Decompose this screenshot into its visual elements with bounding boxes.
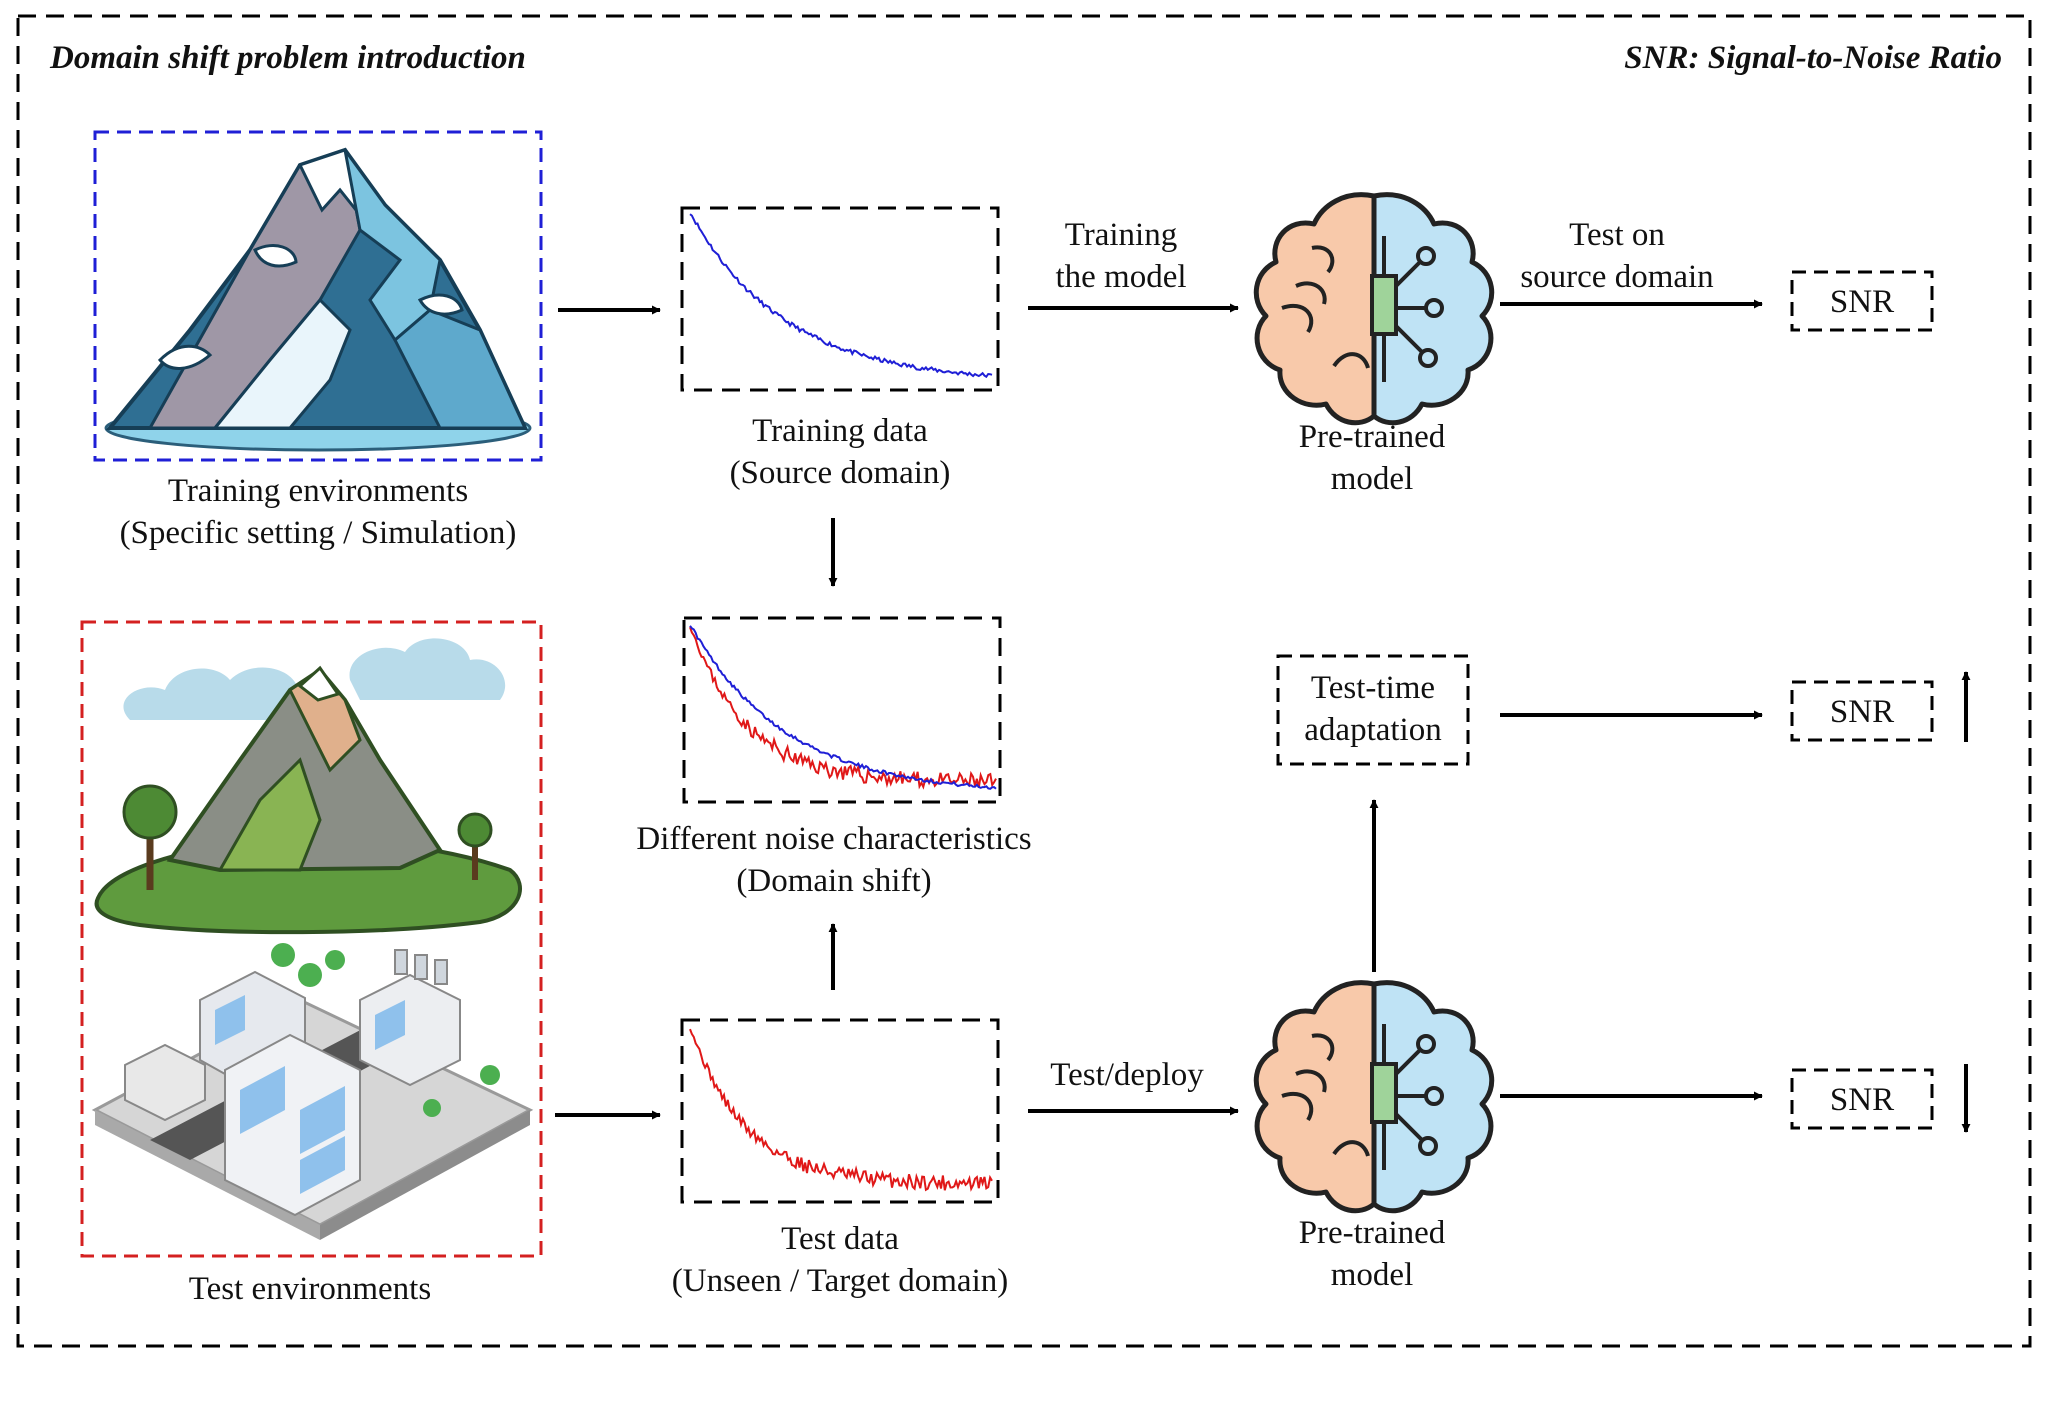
training-environments-label: Training environments (Specific setting … — [120, 470, 517, 554]
domain-shift-subtitle: (Domain shift) — [736, 863, 932, 899]
pretrained-model-bottom-line2: model — [1330, 1257, 1414, 1293]
training-the-model-label: Training the model — [1055, 214, 1186, 298]
diagram-title: Domain shift problem introduction — [50, 40, 526, 76]
test-on-source-line1: Test on — [1569, 217, 1665, 253]
test-time-adaptation-line2: adaptation — [1304, 712, 1442, 748]
pretrained-model-top-line2: model — [1330, 461, 1414, 497]
training-environments-title: Training environments — [167, 473, 469, 509]
snr-middle-box — [1790, 680, 1934, 742]
test-data-plot-frame — [680, 1018, 1000, 1204]
snr-bottom-label: SNR — [1829, 1082, 1895, 1118]
test-time-adaptation-label: Test-time adaptation — [1304, 667, 1441, 751]
snr-top-box — [1790, 270, 1934, 332]
domain-shift-title: Different noise characteristics — [636, 821, 1032, 857]
training-environments-subtitle: (Specific setting / Simulation) — [119, 515, 517, 551]
test-time-adaptation-box — [1276, 654, 1470, 766]
training-data-title: Training data — [752, 413, 928, 449]
pretrained-model-bottom-brain-icon — [1256, 983, 1491, 1211]
test-data-subtitle: (Unseen / Target domain) — [671, 1263, 1009, 1299]
test-data-label: Test data (Unseen / Target domain) — [672, 1218, 1008, 1302]
test-on-source-label: Test on source domain — [1520, 214, 1713, 298]
domain-shift-plot-frame — [682, 616, 1002, 804]
test-time-adaptation-line1: Test-time — [1310, 670, 1436, 706]
snr-middle-label: SNR — [1829, 694, 1895, 730]
test-data-curve — [689, 1028, 993, 1192]
pretrained-model-bottom-label: Pre-trained model — [1299, 1212, 1446, 1296]
training-environment-frame — [93, 130, 543, 462]
test-environments-label: Test environments — [188, 1271, 432, 1307]
snowy-mountain-illustration — [104, 147, 532, 452]
green-mountain-illustration — [94, 638, 522, 935]
pretrained-model-top-brain-icon — [1256, 195, 1491, 423]
training-the-model-line1: Training — [1064, 217, 1178, 253]
pretrained-model-top-label: Pre-trained model — [1299, 416, 1446, 500]
snr-bottom-box — [1790, 1068, 1934, 1130]
snr-legend: SNR: Signal-to-Noise Ratio — [1624, 40, 2002, 76]
domain-shift-source-curve — [689, 625, 997, 790]
test-data-title: Test data — [781, 1221, 899, 1257]
pretrained-model-top-line1: Pre-trained — [1298, 419, 1446, 455]
test-environment-frame — [80, 620, 543, 1258]
training-data-plot-frame — [680, 206, 1000, 392]
training-data-subtitle: (Source domain) — [729, 455, 951, 491]
training-data-label: Training data (Source domain) — [730, 410, 951, 494]
isometric-city-illustration — [91, 943, 534, 1240]
test-on-source-line2: source domain — [1520, 259, 1714, 295]
training-the-model-line2: the model — [1055, 259, 1187, 295]
training-data-curve — [689, 213, 993, 379]
snr-top-label: SNR — [1829, 284, 1895, 320]
pretrained-model-bottom-line1: Pre-trained — [1298, 1215, 1446, 1251]
outer-frame — [16, 14, 2032, 1348]
test-deploy-label: Test/deploy — [1050, 1057, 1204, 1093]
domain-shift-target-curve — [689, 626, 997, 790]
domain-shift-label: Different noise characteristics (Domain … — [636, 818, 1031, 902]
